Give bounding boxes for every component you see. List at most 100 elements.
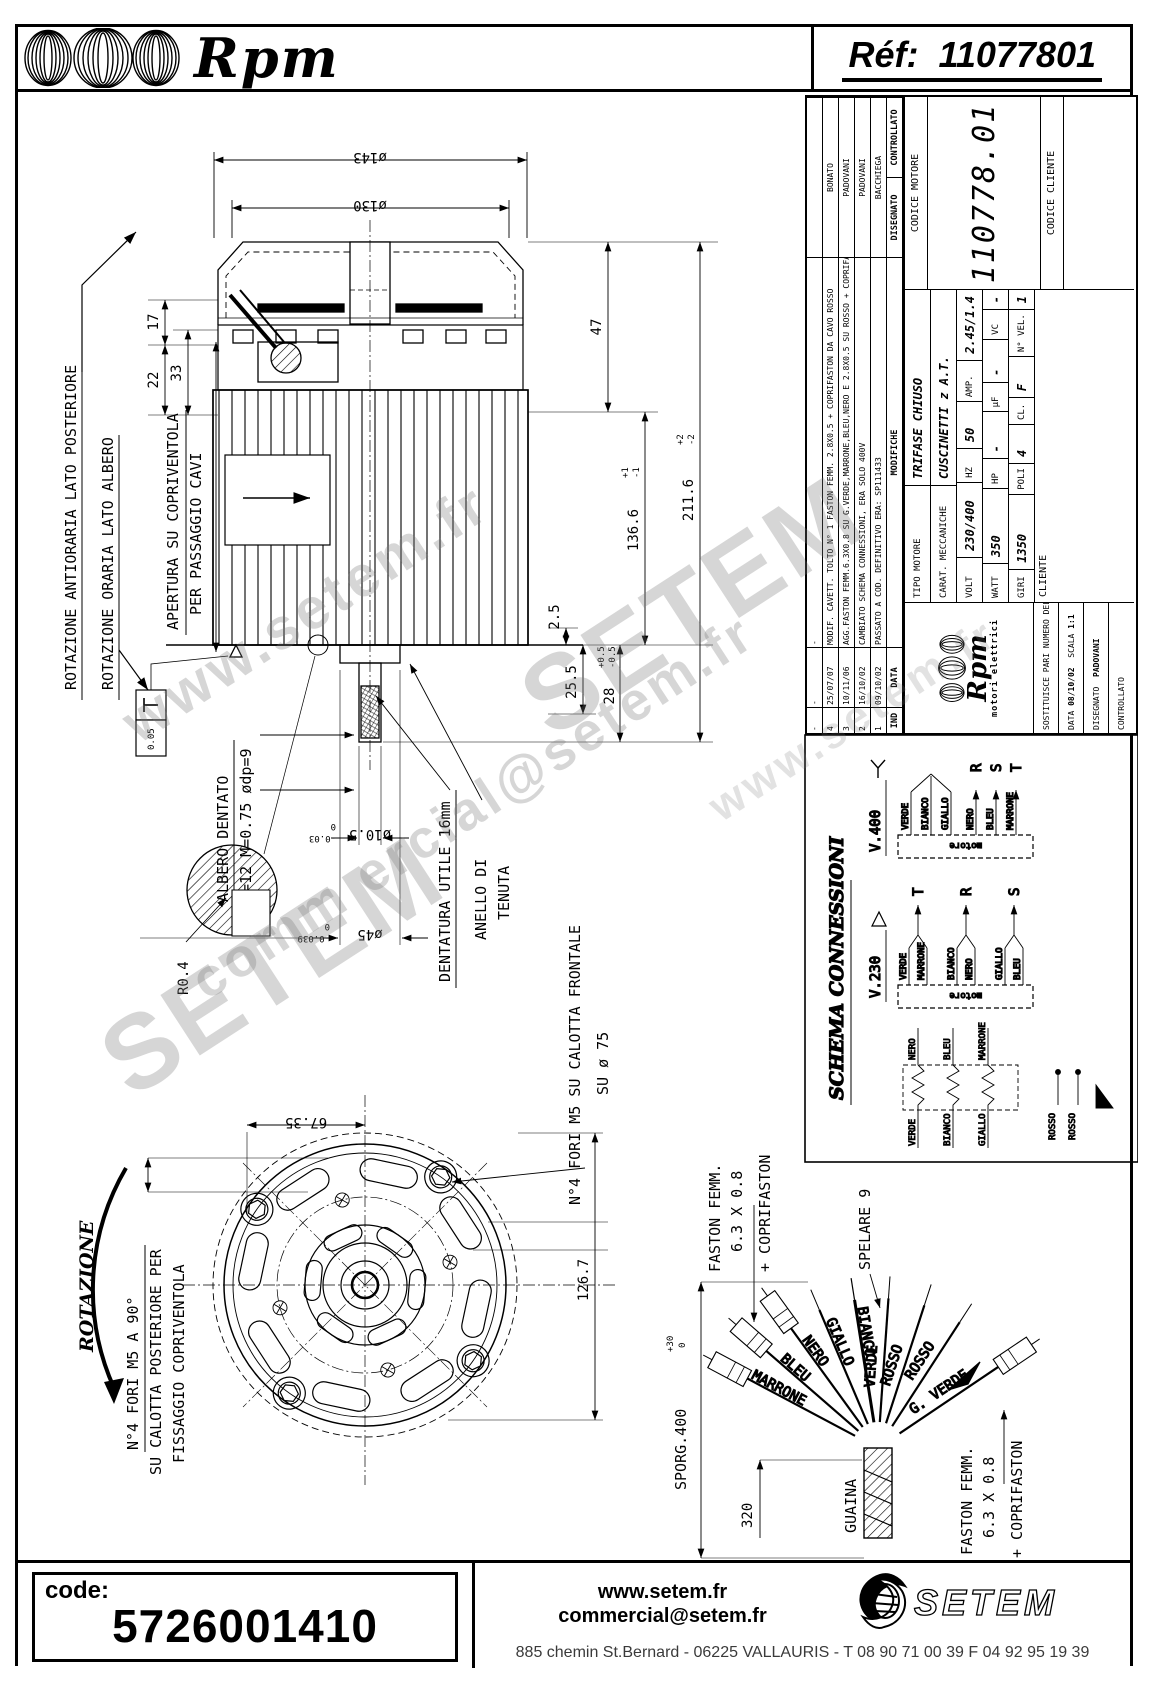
dim-2-5: 2.5 bbox=[547, 604, 563, 629]
thermal-protector-icon bbox=[1095, 1083, 1114, 1109]
rotation-arrowhead-icon bbox=[104, 1378, 124, 1404]
phase-t: T bbox=[911, 887, 927, 896]
schema-v400: V.400 motore VERDE BIANCO GIALLO NERO BL… bbox=[867, 759, 1034, 859]
label-sporgenza: SPORG.400 bbox=[672, 1409, 690, 1490]
dim-17: 17 bbox=[146, 314, 162, 331]
setem-logo: SETEM bbox=[850, 1570, 1100, 1637]
rev-text: AGG.FASTON FEMM.6.3X0.8 SU G.VERDE,MARRO… bbox=[839, 257, 855, 647]
rotation-arc bbox=[90, 1166, 128, 1389]
label-faston2b: 6.3 X 0.8 bbox=[980, 1457, 998, 1538]
wire-bianco: BIANCO bbox=[850, 1278, 878, 1423]
rev-text: PASSATO A COD. DEFINITIVO ERA: SP111433 bbox=[871, 257, 887, 647]
rev-text: - bbox=[807, 257, 823, 647]
data-label: DATA bbox=[1066, 710, 1076, 730]
perp-value: 0.05 bbox=[147, 728, 157, 750]
vel-label: N° VEL. bbox=[1009, 309, 1034, 357]
perp-icon bbox=[143, 698, 158, 712]
label-apertura2: PER PASSAGGIO CAVI bbox=[187, 452, 205, 615]
tol: 0 bbox=[325, 921, 330, 931]
tol: +2 bbox=[676, 434, 686, 445]
label-faston2a: FASTON FEMM. bbox=[958, 1447, 976, 1555]
amp-label: AMP. bbox=[957, 359, 982, 402]
label-rotazione-oraria: ROTAZIONE ORARIA LATO ALBERO bbox=[99, 437, 117, 690]
footer-email[interactable]: commercial@setem.fr bbox=[558, 1604, 767, 1627]
v230-nero: NERO bbox=[965, 958, 975, 980]
vel-value: 1 bbox=[1014, 296, 1029, 304]
footer-website[interactable]: www.setem.fr bbox=[597, 1580, 728, 1603]
cable-dimensions bbox=[697, 1205, 1008, 1559]
label-fori-frontale: N°4 FORI M5 SU CALOTTA FRONTALE bbox=[566, 925, 584, 1205]
detail-balloon bbox=[307, 634, 329, 656]
delta-icon bbox=[871, 910, 887, 927]
tol: 0 bbox=[331, 821, 336, 831]
dim-22: 22 bbox=[146, 372, 162, 389]
wdg-verde: VERDE bbox=[908, 1119, 918, 1146]
label-faston1b: 6.3 X 0.8 bbox=[728, 1171, 746, 1252]
detail-r04: R0.4 bbox=[176, 655, 316, 995]
wire-label: VERDE bbox=[862, 1345, 881, 1388]
dim-dia45: ø45 bbox=[357, 926, 382, 942]
wire-splice-mark bbox=[947, 1361, 981, 1391]
disegnato-label: DISEGNATO bbox=[1091, 686, 1101, 730]
setem-swoosh-icon bbox=[859, 1573, 908, 1629]
rev-header-controllato: CONTROLLATO bbox=[887, 97, 903, 177]
star-icon bbox=[870, 759, 886, 778]
dim-33: 33 bbox=[169, 365, 185, 382]
label-anello-di: ANELLO DI bbox=[472, 859, 490, 940]
tol: -0.03 bbox=[309, 833, 336, 843]
wdg-bianco: BIANCO bbox=[943, 1113, 953, 1146]
phase-r: R bbox=[959, 887, 975, 896]
label-rotazione-antioraria: ROTAZIONE ANTIORARIA LATO POSTERIORE bbox=[62, 365, 80, 690]
setem-logo-text: SETEM bbox=[914, 1582, 1058, 1623]
v230-marrone: MARRONE bbox=[917, 942, 927, 980]
uf-label: μF bbox=[983, 381, 1008, 412]
rev-date: 25/07/07 bbox=[823, 647, 839, 707]
tol: 0 bbox=[678, 1343, 688, 1348]
code-value: 5726001410 bbox=[112, 1600, 378, 1652]
footer: code: 5726001410 www.setem.fr commercial… bbox=[18, 1560, 1130, 1668]
carat-label: CARAT. MECCANICHE bbox=[931, 485, 956, 602]
giri-value: 1350 bbox=[1009, 493, 1034, 569]
tol: -2 bbox=[687, 434, 697, 445]
vc-value: - bbox=[988, 296, 1003, 304]
dim-28: 28 bbox=[602, 688, 618, 705]
v400-giallo: GIALLO bbox=[941, 797, 951, 830]
footer-address: 885 chemin St.Bernard - 06225 VALLAURIS … bbox=[515, 1644, 1090, 1661]
schema-connessioni: SCHEMA CONNESSIONI V.400 motore VERDE BI… bbox=[804, 734, 1138, 1163]
rev-name: PADOVANI bbox=[839, 97, 855, 257]
tipo-motore-label: TIPO MOTORE bbox=[905, 485, 930, 602]
dim-320: 320 bbox=[740, 1503, 756, 1528]
schema-v230: V.230 motore VERDE MARRONE BIANCO NERO G… bbox=[867, 886, 1034, 1009]
tol: -1 bbox=[632, 467, 642, 478]
titleblock-logo: Rpm motori elettrici bbox=[905, 603, 1034, 733]
label-dentatura: DENTATURA UTILE 16mm bbox=[436, 801, 454, 982]
rev-name: BONATO bbox=[823, 97, 839, 257]
hz-value: 50 bbox=[957, 401, 982, 449]
code-box: code: 5726001410 bbox=[32, 1572, 458, 1662]
schema-title: SCHEMA CONNESSIONI bbox=[826, 836, 848, 1100]
dim-dia130: ø130 bbox=[353, 197, 387, 213]
dim-136: 136.6 bbox=[626, 509, 642, 551]
rev-ind: 3 bbox=[839, 707, 855, 733]
dim-211: 211.6 bbox=[681, 479, 697, 521]
v230-giallo: GIALLO bbox=[995, 947, 1005, 980]
terminal-plate bbox=[224, 454, 331, 546]
motore-box-label: motore bbox=[949, 840, 982, 850]
hp-value: - bbox=[983, 411, 1008, 459]
tol: -0.5 bbox=[608, 646, 618, 668]
rev-header-disegnato: DISEGNATO bbox=[887, 177, 903, 257]
rpm-coils-icon bbox=[24, 28, 180, 88]
dim-25-5: 25.5 bbox=[564, 665, 580, 699]
wdg-marrone: MARRONE bbox=[978, 1022, 988, 1060]
dim-dia143: ø143 bbox=[353, 149, 387, 165]
rev-ind: 1 bbox=[871, 707, 887, 733]
rosso-label: ROSSO bbox=[1068, 1113, 1078, 1140]
perpendicularity-tolerance: 0.05 bbox=[135, 655, 229, 757]
label-tenuta: TENUTA bbox=[495, 866, 513, 920]
schema-windings: NERO BLEU MARRONE VERDE BIANCO GIALLO RO… bbox=[902, 1022, 1114, 1148]
cw-arrow bbox=[118, 649, 149, 691]
v400-label: V.400 bbox=[868, 810, 884, 852]
side-view-dimensions bbox=[140, 152, 718, 945]
v230-bleu: BLEU bbox=[1013, 958, 1023, 980]
label-r04: R0.4 bbox=[176, 961, 192, 995]
